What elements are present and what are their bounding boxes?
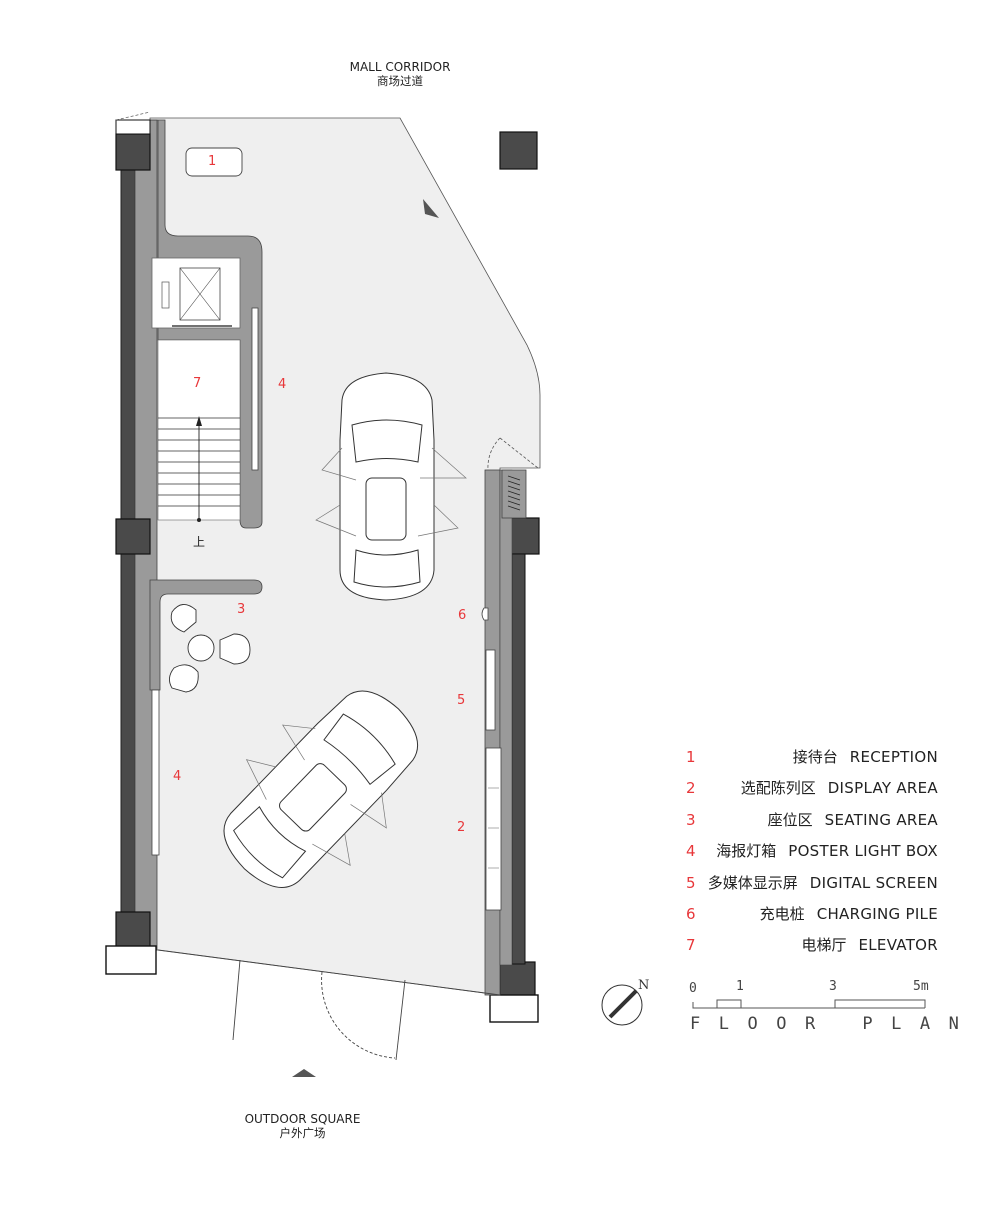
- legend-cn: 充电桩: [759, 904, 805, 923]
- legend-cn: 座位区: [767, 810, 813, 829]
- column-bottom-left: [115, 911, 151, 949]
- mark-elevator: 7: [193, 376, 201, 391]
- display-shelf: [485, 747, 502, 911]
- stair-up-label: 上: [193, 535, 205, 549]
- legend-item: 7 电梯厅 ELEVATOR: [680, 932, 938, 963]
- column-mall: [499, 131, 538, 170]
- outdoor-square-en: OUTDOOR SQUARE: [244, 1112, 361, 1126]
- car-upper: [315, 372, 467, 601]
- legend-number: 5: [686, 873, 696, 892]
- digital-screen: [485, 649, 496, 731]
- elevator-panel: [161, 281, 170, 309]
- mark-poster-lower: 4: [173, 769, 181, 784]
- column-mid-left: [115, 518, 151, 555]
- outdoor-square-cn: 户外广场: [279, 1126, 326, 1140]
- mark-charging: 6: [458, 608, 466, 623]
- mall-corridor-label: MALL CORRIDOR 商场过道: [330, 60, 470, 88]
- legend-en: ELEVATOR: [858, 936, 938, 955]
- poster-light-box-upper: [251, 307, 259, 471]
- mark-reception: 1: [208, 154, 216, 169]
- poster-light-box-lower: [151, 689, 160, 856]
- legend-cn: 海报灯箱: [716, 842, 777, 861]
- plinth-bottom-right: [489, 994, 539, 1023]
- legend-number: 6: [686, 904, 696, 923]
- legend-number: 4: [686, 842, 696, 861]
- north-compass: [601, 984, 643, 1026]
- column-top-left: [115, 133, 151, 171]
- mark-poster-upper: 4: [278, 377, 286, 392]
- seating-group: [169, 604, 251, 693]
- entrance-doors: [157, 949, 501, 1061]
- seating-divider-wall: [149, 579, 263, 691]
- charging-pile: [481, 607, 489, 621]
- mall-corridor-cn: 商场过道: [377, 74, 423, 88]
- legend-en: POSTER LIGHT BOX: [788, 842, 938, 861]
- reception-desk: [185, 147, 243, 177]
- legend-item: 3 座位区 SEATING AREA: [680, 807, 938, 838]
- car-lower: [223, 690, 419, 888]
- mall-corridor-en: MALL CORRIDOR: [349, 60, 451, 74]
- legend-number: 2: [686, 779, 696, 798]
- shutter-spring: [507, 475, 521, 511]
- right-exterior-wall: [511, 553, 526, 965]
- legend-cn: 多媒体显示屏: [707, 873, 798, 892]
- floor-plan-title: FLOOR PLAN: [690, 1014, 978, 1034]
- legend-cn: 接待台: [792, 748, 838, 766]
- legend-number: 3: [686, 810, 696, 829]
- legend-item: 6 充电桩 CHARGING PILE: [680, 901, 938, 932]
- scale-tick-3: 3: [829, 979, 837, 994]
- scale-tick-5m: 5m: [913, 979, 929, 994]
- legend-cn: 电梯厅: [801, 936, 847, 955]
- shutter-housing: [501, 469, 527, 519]
- plinth-bottom-left: [105, 945, 157, 975]
- legend-en: RECEPTION: [849, 748, 938, 766]
- right-cavity: [499, 469, 513, 966]
- right-grey-wall: [484, 469, 501, 996]
- legend-en: CHARGING PILE: [816, 904, 938, 923]
- legend-item: 1 接待台 RECEPTION: [680, 744, 938, 775]
- legend-number: 1: [686, 748, 696, 766]
- scale-tick-1: 1: [736, 979, 744, 994]
- mark-seating: 3: [237, 602, 245, 617]
- north-label: N: [638, 978, 649, 993]
- legend-item: 2 选配陈列区 DISPLAY AREA: [680, 775, 938, 806]
- legend-item: 4 海报灯箱 POSTER LIGHT BOX: [680, 838, 938, 869]
- scale-bar: [692, 999, 926, 1009]
- elevator-cab: [179, 267, 221, 321]
- legend-item: 5 多媒体显示屏 DIGITAL SCREEN: [680, 870, 938, 901]
- legend-cn: 选配陈列区: [740, 779, 816, 798]
- arrow-top: [423, 199, 439, 218]
- door-stop-top-left: [115, 119, 151, 135]
- mark-screen: 5: [457, 693, 465, 708]
- elevator-shaft: [151, 257, 241, 329]
- arrow-bottom: [292, 1069, 316, 1077]
- legend-en: SEATING AREA: [824, 810, 938, 829]
- legend-en: DISPLAY AREA: [827, 779, 938, 798]
- outdoor-square-label: OUTDOOR SQUARE 户外广场: [230, 1112, 375, 1140]
- scale-tick-0: 0: [689, 981, 697, 996]
- column-bottom-right: [499, 961, 536, 998]
- legend: 1 接待台 RECEPTION 2 选配陈列区 DISPLAY AREA 3 座位区…: [680, 744, 938, 964]
- mark-display: 2: [457, 820, 465, 835]
- legend-number: 7: [686, 936, 696, 955]
- legend-en: DIGITAL SCREEN: [809, 873, 938, 892]
- side-door-swing: [487, 437, 539, 471]
